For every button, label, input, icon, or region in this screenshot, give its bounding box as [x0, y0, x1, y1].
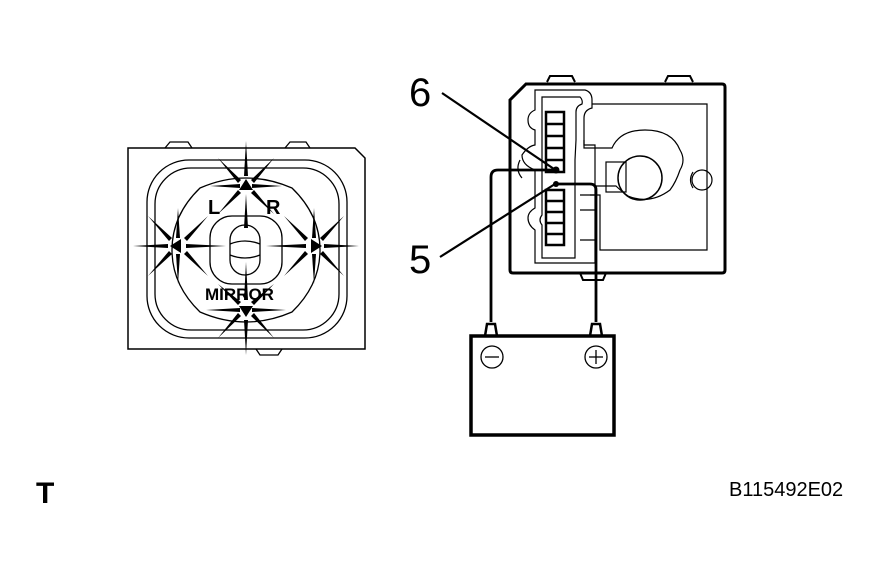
- leader-6: [441, 92, 555, 170]
- connector: [508, 75, 727, 281]
- wire-terminal-6-to-negative: [489, 168, 556, 322]
- leader-lines: [439, 92, 556, 258]
- arrow-down-icon: [206, 262, 286, 355]
- battery: [469, 322, 616, 437]
- switch-label-l: L: [208, 197, 220, 219]
- arrow-right-icon: [266, 208, 359, 284]
- arrow-up-icon: [210, 141, 282, 228]
- wire-terminal-5-to-positive: [556, 182, 598, 322]
- negative-terminal-icon: [480, 345, 504, 369]
- switch-label-mirror: MIRROR: [205, 285, 274, 304]
- arrow-left-icon: [133, 208, 226, 284]
- positive-terminal-icon: [584, 345, 608, 369]
- terminal-block: [544, 110, 566, 247]
- switch-label-r: R: [266, 197, 281, 219]
- callout-terminal-5: 5: [409, 238, 432, 282]
- leader-5: [439, 183, 556, 258]
- view-mark: T: [36, 477, 55, 510]
- figure-code: B115492E02: [729, 479, 844, 501]
- callout-terminal-6: 6: [409, 71, 432, 115]
- wires: [489, 168, 598, 322]
